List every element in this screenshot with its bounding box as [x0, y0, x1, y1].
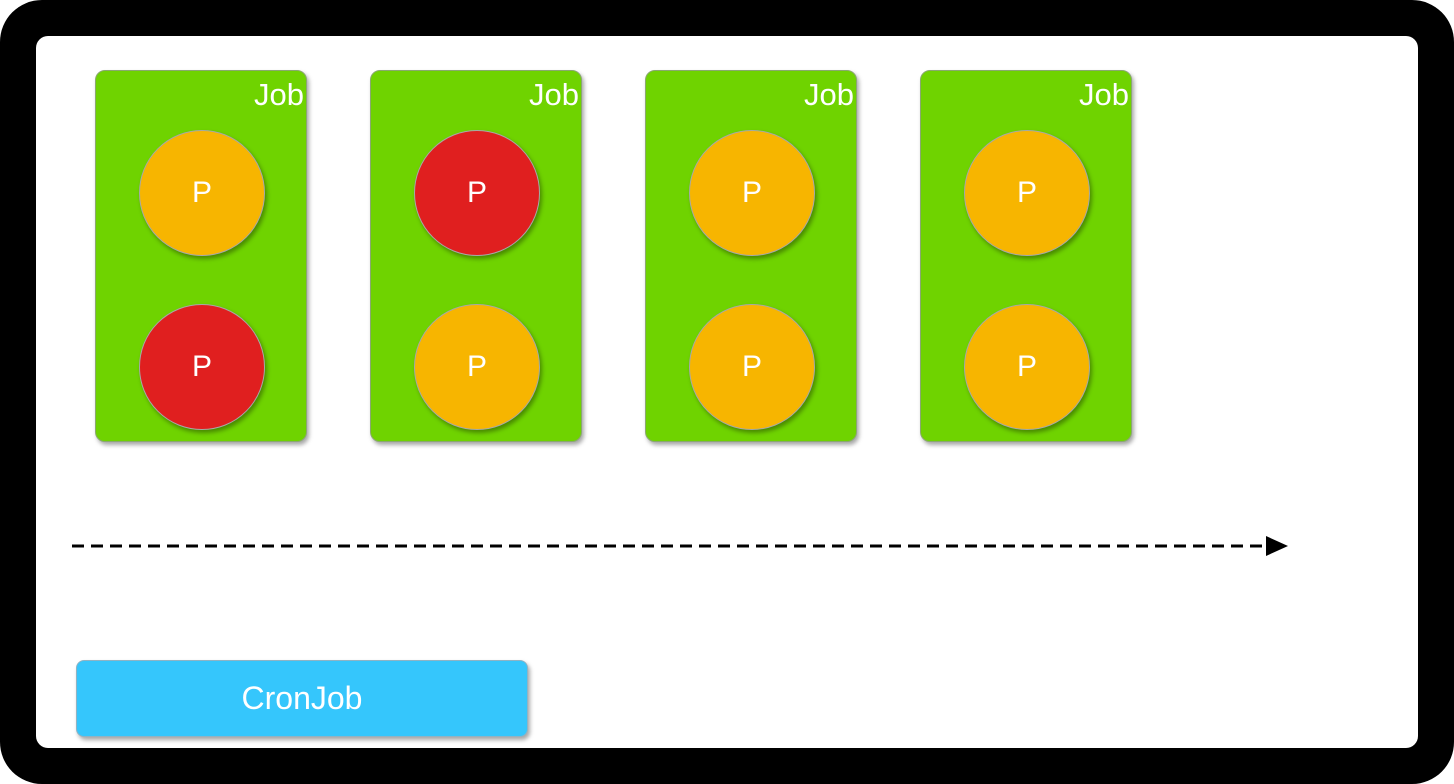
job-label: Job — [529, 77, 579, 112]
job-box-3: Job P P — [645, 70, 857, 442]
pod-circle: P — [964, 304, 1090, 430]
cronjob-box: CronJob — [76, 660, 528, 737]
job-box-1: Job P P — [95, 70, 307, 442]
timeline-arrow — [72, 536, 1288, 556]
job-label: Job — [254, 77, 304, 112]
job-box-4: Job P P — [920, 70, 1132, 442]
job-label: Job — [804, 77, 854, 112]
job-box-2: Job P P — [370, 70, 582, 442]
pod-circle: P — [414, 130, 540, 256]
arrow-right-icon — [1266, 536, 1288, 556]
pod-circle: P — [139, 304, 265, 430]
pod-circle: P — [414, 304, 540, 430]
pod-circle: P — [964, 130, 1090, 256]
diagram-canvas: Job P P Job P P Job P P Job P P CronJob — [36, 36, 1418, 748]
pod-circle: P — [139, 130, 265, 256]
job-label: Job — [1079, 77, 1129, 112]
pod-circle: P — [689, 304, 815, 430]
pod-circle: P — [689, 130, 815, 256]
